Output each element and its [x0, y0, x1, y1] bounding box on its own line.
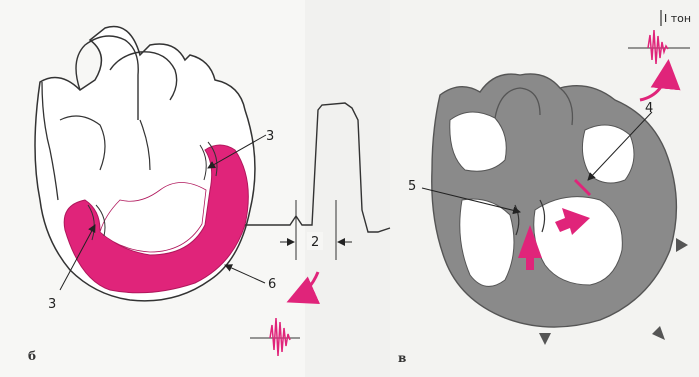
- label-3-top: 3: [266, 129, 274, 144]
- label-3-bottom: 3: [48, 297, 56, 312]
- panel-letter-b: б: [28, 349, 36, 363]
- label-2: 2: [311, 235, 319, 250]
- label-ton: I тон: [664, 12, 691, 25]
- right-atrium: [450, 112, 506, 171]
- label-4: 4: [645, 101, 653, 116]
- panel-letter-v: в: [398, 351, 406, 365]
- electrode-dot: [209, 215, 217, 223]
- label-6: 6: [268, 277, 276, 292]
- text-column-shade: [305, 0, 390, 377]
- label-5: 5: [408, 179, 416, 194]
- left-atrium-right: [582, 125, 634, 183]
